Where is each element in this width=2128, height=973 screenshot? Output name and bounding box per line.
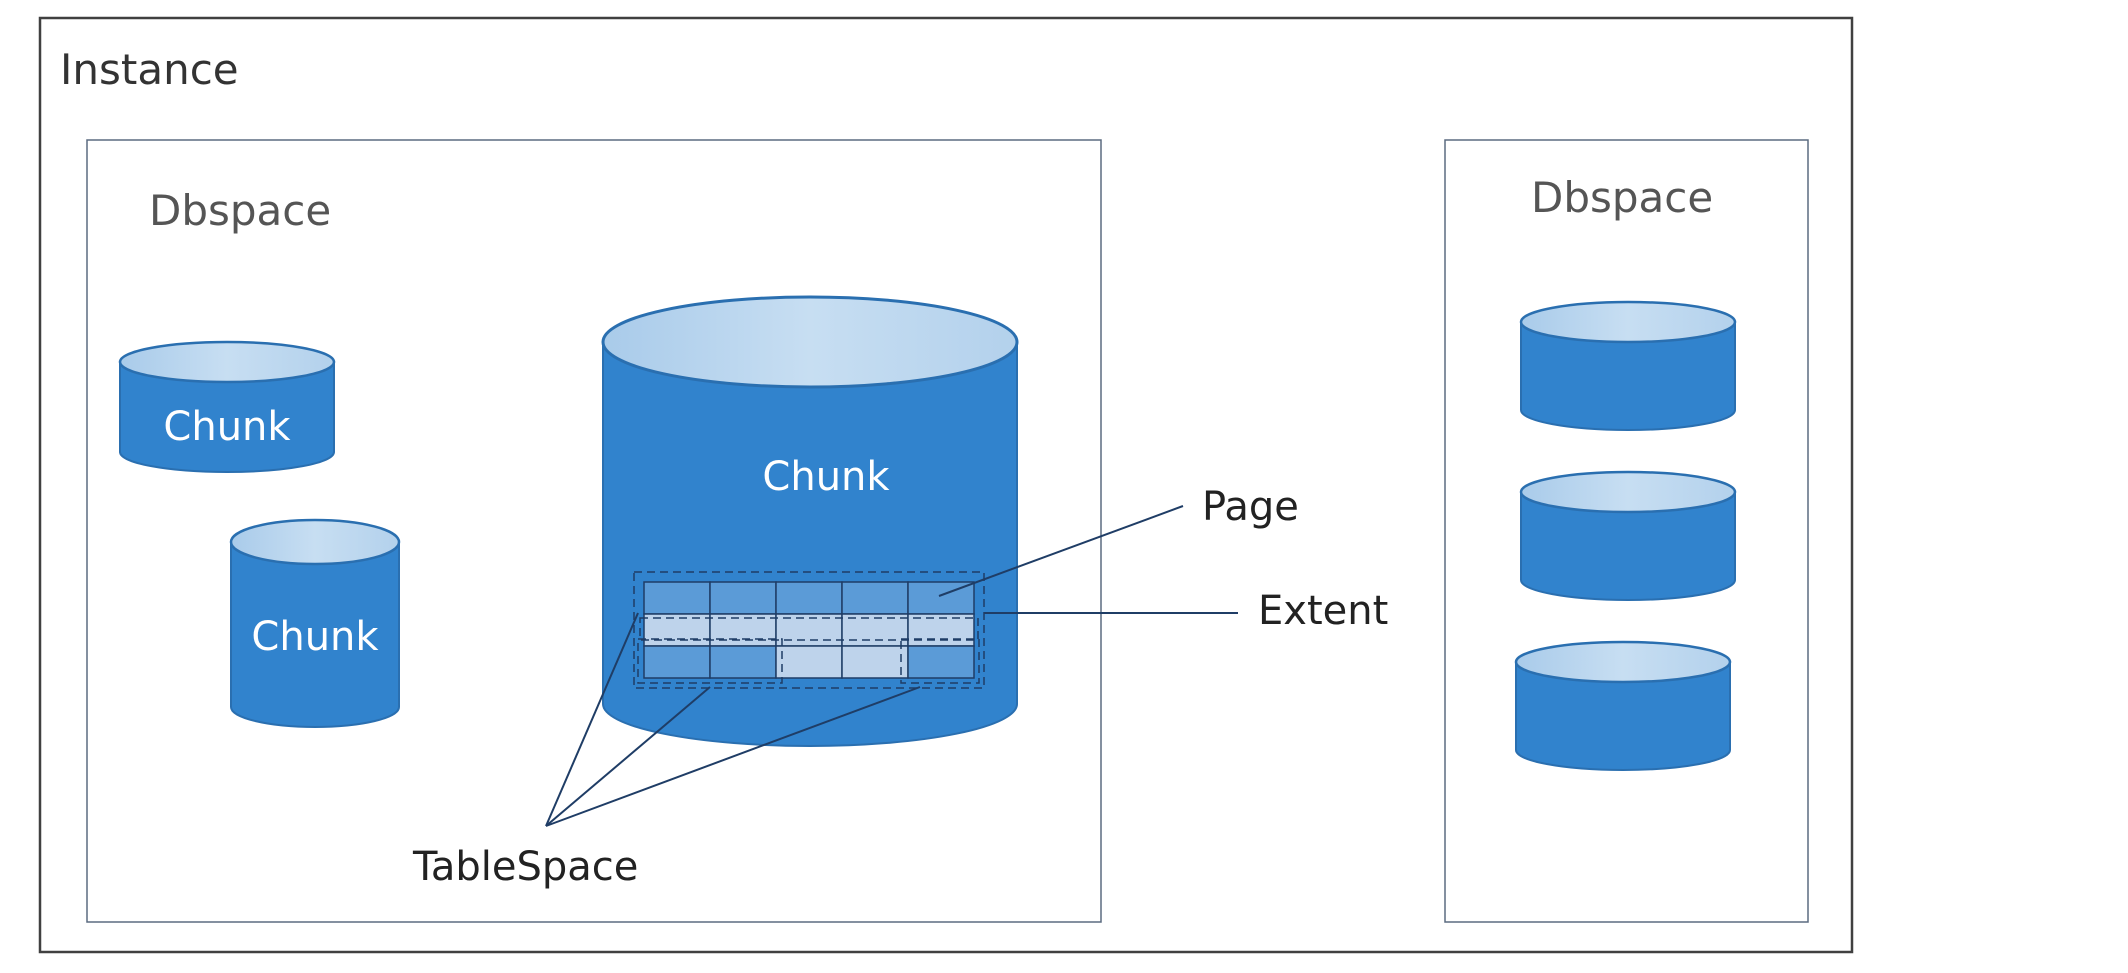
page-cell xyxy=(643,645,711,679)
extent-outlines xyxy=(633,571,985,689)
page-cell xyxy=(775,613,843,647)
page-grid xyxy=(643,581,975,679)
chunk-label: Chunk xyxy=(762,454,890,500)
chunk-label: Chunk xyxy=(251,614,379,660)
dbspace-label-left: Dbspace xyxy=(149,186,331,235)
page-cell xyxy=(709,645,777,679)
tablespace-callout-label: TableSpace xyxy=(412,844,638,890)
chunk-cylinder-right-1 xyxy=(1519,300,1737,431)
page-cell xyxy=(643,581,711,615)
chunk-cylinder-right-2 xyxy=(1519,470,1737,601)
page-leader-line xyxy=(938,505,1184,597)
page-cell xyxy=(775,581,843,615)
page-cell xyxy=(841,613,909,647)
page-cell xyxy=(907,613,975,647)
extent-callout-label: Extent xyxy=(1258,588,1388,634)
chunk-label: Chunk xyxy=(163,404,291,450)
instance-label: Instance xyxy=(60,45,239,94)
tablespace-leader-line-1 xyxy=(545,612,639,827)
chunk-cylinder-small-2: Chunk xyxy=(229,518,401,728)
chunk-cylinder-small-1: Chunk xyxy=(118,340,336,473)
page-cell xyxy=(841,581,909,615)
page-cell xyxy=(841,645,909,679)
page-cell xyxy=(907,645,975,679)
tablespace-leader-line-3 xyxy=(545,686,921,827)
tablespace-outline-right xyxy=(900,638,980,684)
chunk-cylinder-right-3 xyxy=(1514,640,1732,771)
page-cell xyxy=(709,581,777,615)
tablespace-outline-left xyxy=(637,638,783,684)
dbspace-label-right: Dbspace xyxy=(1531,173,1713,222)
tablespace-leader-line-2 xyxy=(545,686,711,827)
page-cell xyxy=(643,613,711,647)
extent-outline-middle xyxy=(639,617,979,641)
page-cell xyxy=(775,645,843,679)
leader-lines xyxy=(545,505,1238,827)
extent-outline-outer xyxy=(633,571,985,689)
page-cell xyxy=(709,613,777,647)
page-callout-label: Page xyxy=(1202,484,1299,530)
